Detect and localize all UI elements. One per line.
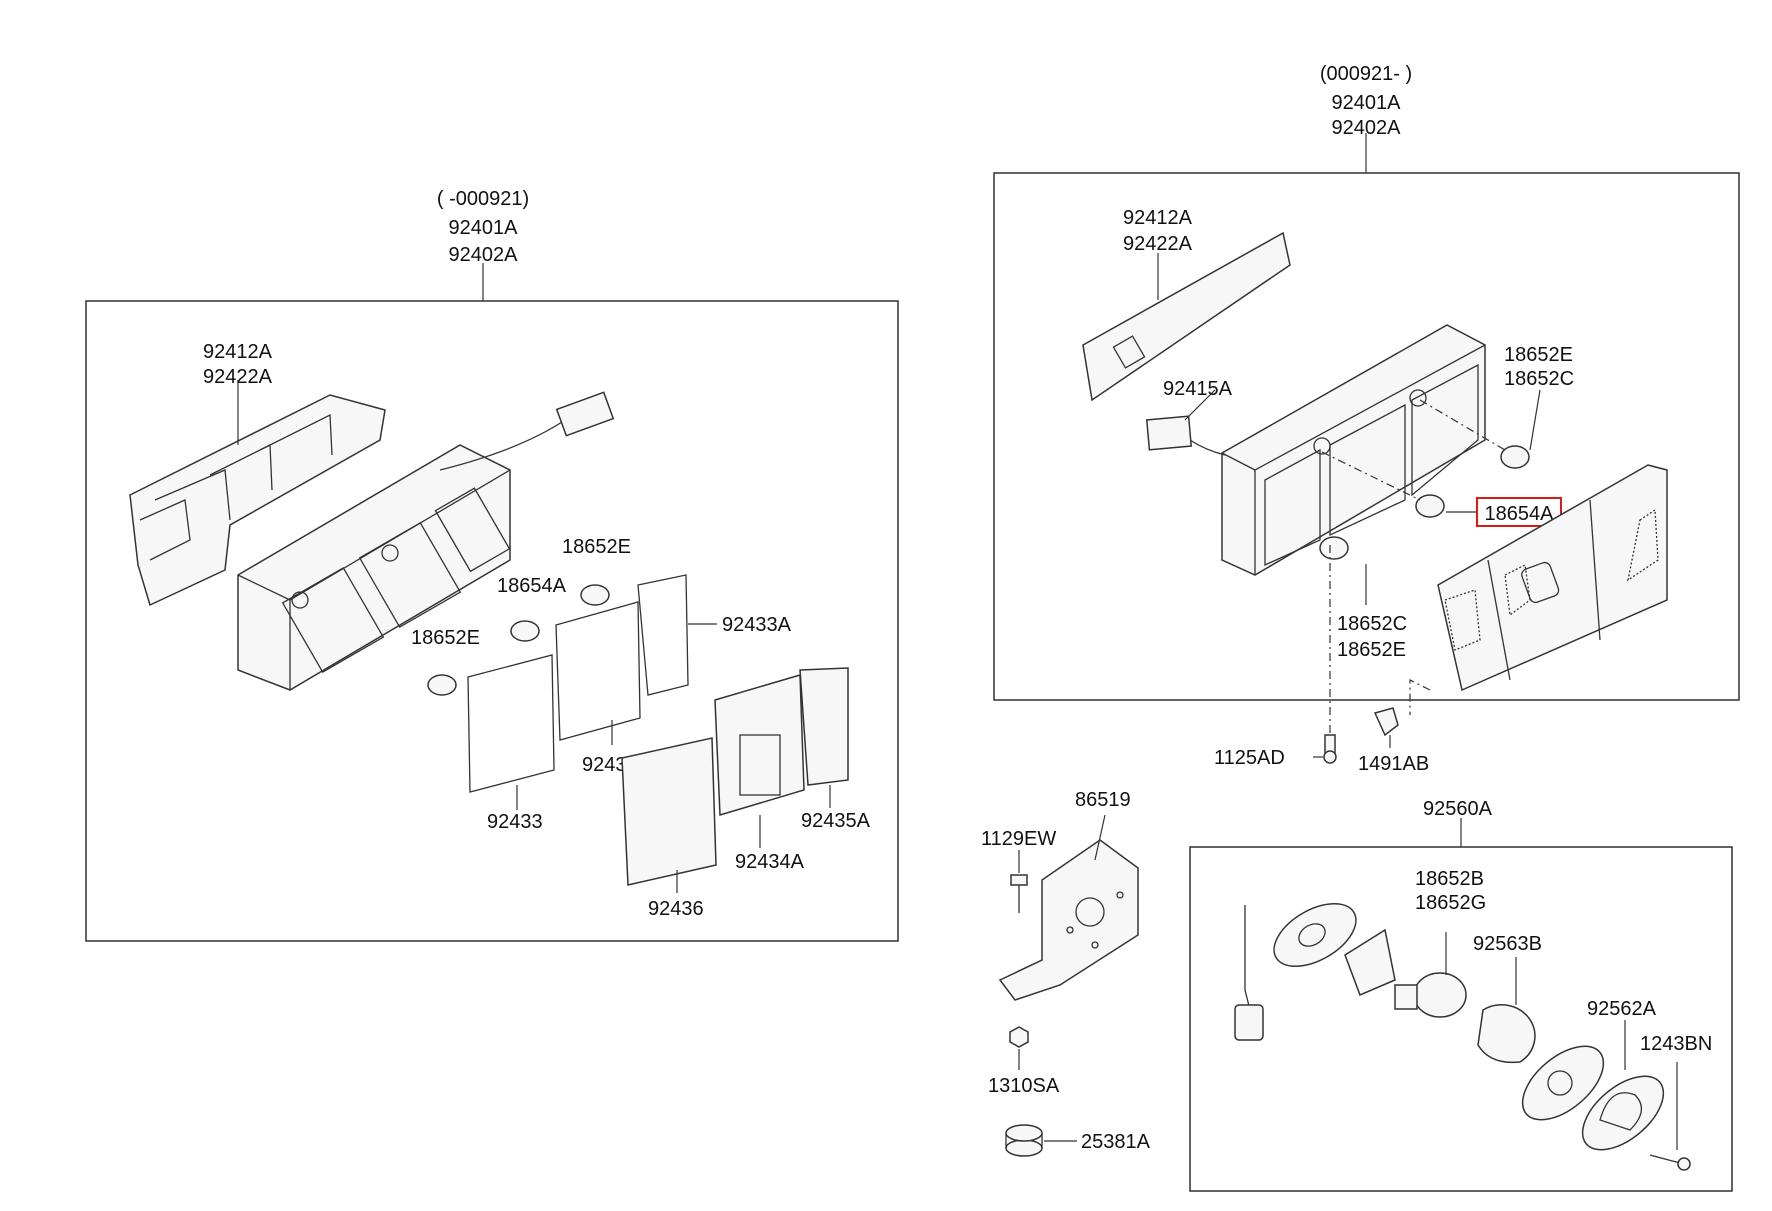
right-socket-label[interactable]: 92415A: [1163, 378, 1233, 400]
left-housing-label-b[interactable]: 92422A: [203, 366, 273, 388]
left-range-label: ( -000921): [437, 188, 529, 210]
left-lens-label-434[interactable]: 92434A: [735, 851, 805, 873]
right-housing-plate-drawing: [1082, 231, 1291, 402]
plate-lamp-group: 92560A 18652B 18652G 92563B 92562A: [1189, 798, 1733, 1192]
left-bulb-label-e-top[interactable]: 18652E: [562, 536, 631, 558]
plate-lamp-screw-label[interactable]: 1243BN: [1640, 1033, 1712, 1055]
nut-label[interactable]: 1310SA: [988, 1075, 1060, 1097]
left-assembly: ( -000921) 92401A 92402A 92412A 92422A: [85, 188, 899, 942]
left-part-number-b[interactable]: 92402A: [449, 244, 519, 266]
right-housing-label-a[interactable]: 92412A: [1123, 207, 1193, 229]
right-part-number-a[interactable]: 92401A: [1332, 92, 1402, 114]
left-lenses-drawing: [621, 667, 849, 886]
bolt-drawing: [1010, 874, 1028, 913]
plate-lamp-screw-drawing: [1649, 1154, 1691, 1171]
left-housing-bracket-drawing: [129, 394, 386, 607]
nut-drawing: [1009, 1026, 1029, 1048]
right-fasteners: 1125AD 1491AB: [1214, 707, 1429, 775]
right-assembly: (000921- ) 92401A 92402A 92412A 92422A 9…: [993, 63, 1740, 735]
right-bulb-label-e-top[interactable]: 18652E: [1504, 344, 1573, 366]
left-lamp-body-drawing: [237, 391, 615, 691]
left-lens-label-436[interactable]: 92436: [648, 898, 704, 920]
bracket-label[interactable]: 86519: [1075, 789, 1131, 811]
right-bulb-label-c-low[interactable]: 18652C: [1337, 613, 1407, 635]
left-bulb-label-a[interactable]: 18654A: [497, 575, 567, 597]
right-lamp-body-drawing: [1145, 324, 1486, 576]
right-housing-label-b[interactable]: 92422A: [1123, 233, 1193, 255]
right-screw-label[interactable]: 1125AD: [1214, 747, 1285, 769]
right-bulb-label-e-low[interactable]: 18652E: [1337, 639, 1406, 661]
left-housing-label-a[interactable]: 92412A: [203, 341, 273, 363]
left-gasket-label-low[interactable]: 92433: [487, 811, 543, 833]
right-bulbs-drawing: [1319, 445, 1530, 560]
plate-lamp-lens-drawing: [1477, 1004, 1536, 1064]
highlight-box: [1476, 497, 1562, 527]
left-assembly-frame: [85, 300, 899, 942]
plate-lamp-bulb-drawing: [1394, 972, 1467, 1018]
bracket-drawing: [998, 839, 1139, 1001]
left-gasket-label-a[interactable]: 92433A: [722, 614, 792, 636]
right-clip-label[interactable]: 1491AB: [1358, 753, 1429, 775]
spacer-drawing: [1005, 1124, 1043, 1157]
left-bulb-label-e-mid[interactable]: 18652E: [411, 627, 480, 649]
plate-lamp-cover-label[interactable]: 92562A: [1587, 998, 1657, 1020]
plate-lamp-lens-label[interactable]: 92563B: [1473, 933, 1542, 955]
right-lens-drawing: [1437, 464, 1668, 692]
bolt-label[interactable]: 1129EW: [981, 828, 1056, 850]
spacer-label[interactable]: 25381A: [1081, 1131, 1151, 1153]
bracket-group: 86519 1129EW 1310SA 25381A: [981, 789, 1151, 1157]
right-range-label: (000921- ): [1320, 63, 1412, 85]
plate-lamp-cover-drawing: [1521, 1045, 1665, 1151]
plate-lamp-bulb-label-g[interactable]: 18652G: [1415, 892, 1486, 914]
left-gaskets-drawing: [467, 574, 689, 793]
left-bulbs-drawing: [427, 584, 610, 696]
left-part-number-a[interactable]: 92401A: [449, 217, 519, 239]
plate-lamp-assembly-label[interactable]: 92560A: [1423, 798, 1493, 820]
right-bulb-label-c-top[interactable]: 18652C: [1504, 368, 1574, 390]
left-lens-label-435[interactable]: 92435A: [801, 810, 871, 832]
right-bulb-label-highlighted[interactable]: 18654A: [1485, 503, 1555, 525]
right-part-number-b[interactable]: 92402A: [1332, 117, 1402, 139]
plate-lamp-bulb-label-b[interactable]: 18652B: [1415, 868, 1484, 890]
plate-lamp-socket-drawing: [1234, 903, 1396, 1041]
